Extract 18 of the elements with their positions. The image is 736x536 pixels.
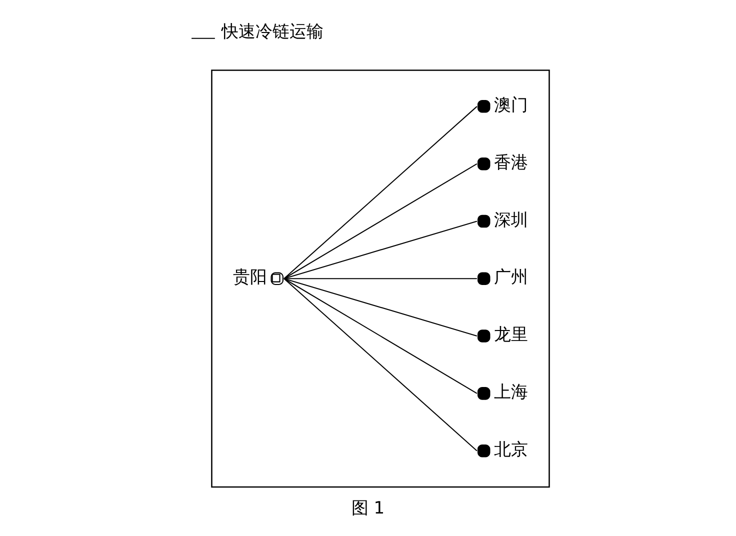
node-label: 龙里 — [494, 325, 528, 346]
connector — [284, 163, 478, 280]
node-label: 广州 — [494, 268, 528, 288]
connector — [284, 106, 478, 280]
connector — [284, 278, 477, 280]
connector — [284, 278, 478, 452]
caption: 图 1 — [351, 498, 385, 518]
node-label: 贵阳 — [232, 268, 267, 288]
connector — [284, 278, 478, 394]
connector — [284, 278, 478, 337]
node-label: 深圳 — [494, 210, 528, 230]
legend-label: 快速冷链运输 — [221, 22, 324, 42]
connector — [284, 220, 478, 280]
cluster — [211, 70, 550, 488]
node-label: 澳门 — [494, 95, 528, 116]
node-label: 北京 — [494, 440, 528, 460]
node-label: 香港 — [494, 152, 528, 173]
node-label: 上海 — [494, 382, 528, 402]
